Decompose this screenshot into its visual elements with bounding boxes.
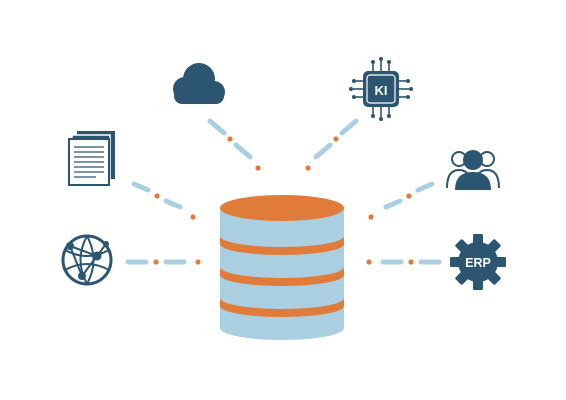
cloud-icon bbox=[173, 63, 225, 104]
erp-gear-icon: ERP bbox=[450, 234, 506, 290]
connector-globe bbox=[125, 259, 201, 265]
ai-chip-icon: KI bbox=[349, 57, 413, 121]
documents-icon bbox=[68, 131, 115, 186]
connector-ai bbox=[305, 118, 359, 171]
ai-chip-label: KI bbox=[375, 83, 388, 98]
connector-erp bbox=[366, 259, 442, 265]
connector-users bbox=[368, 181, 435, 220]
connector-documents bbox=[131, 181, 196, 220]
database-icon bbox=[220, 195, 344, 340]
users-icon bbox=[446, 150, 500, 190]
globe-network-icon bbox=[61, 234, 113, 286]
connector-cloud bbox=[207, 118, 261, 171]
erp-gear-label: ERP bbox=[465, 256, 491, 270]
